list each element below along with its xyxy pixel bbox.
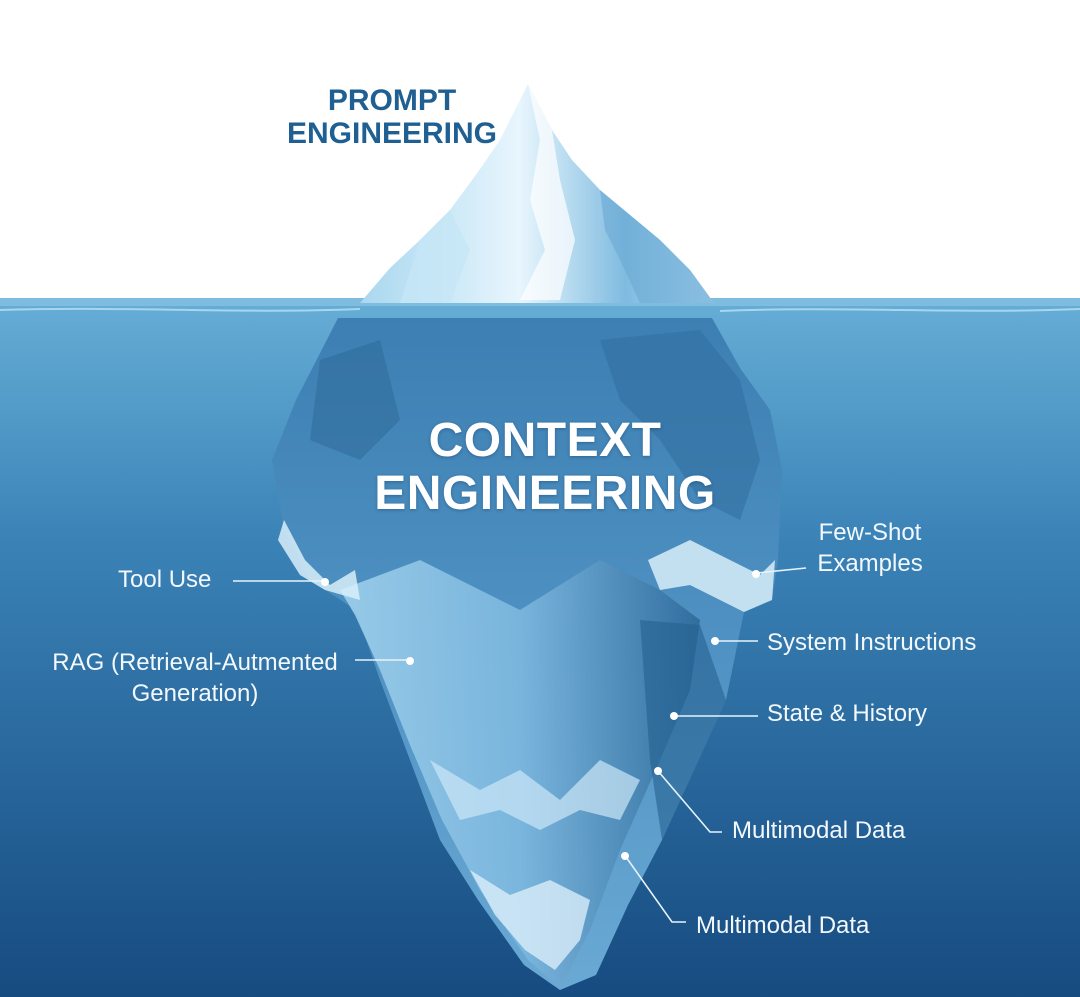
context-engineering-title: CONTEXT ENGINEERING bbox=[330, 414, 760, 520]
label-state-history: State & History bbox=[767, 700, 928, 727]
label-multimodal-data-upper: Multimodal Data bbox=[732, 817, 906, 844]
submerged-iceberg bbox=[272, 318, 782, 990]
connector-lines bbox=[233, 567, 807, 923]
label-few-shot-line1: Few-Shot bbox=[818, 519, 922, 546]
label-few-shot-examples: Few-Shot Examples bbox=[800, 517, 940, 579]
connector-dots bbox=[321, 570, 760, 860]
label-multimodal-data-lower: Multimodal Data bbox=[696, 912, 870, 939]
prompt-engineering-line1: PROMPT bbox=[327, 84, 457, 117]
surface-ripples bbox=[0, 307, 1080, 312]
prompt-engineering-title: PROMPT ENGINEERING bbox=[272, 84, 512, 150]
label-rag-line2: Generation) bbox=[131, 680, 259, 707]
label-rag-line1: RAG (Retrieval-Autmented bbox=[52, 649, 338, 676]
prompt-engineering-line2: ENGINEERING bbox=[286, 117, 498, 150]
label-tool-use: Tool Use bbox=[118, 566, 212, 593]
context-engineering-line1: CONTEXT bbox=[428, 414, 662, 467]
label-few-shot-line2: Examples bbox=[817, 550, 923, 577]
iceberg-tip bbox=[360, 84, 714, 303]
label-rag: RAG (Retrieval-Autmented Generation) bbox=[40, 647, 350, 709]
label-system-instructions: System Instructions bbox=[767, 629, 977, 656]
context-engineering-line2: ENGINEERING bbox=[374, 467, 716, 520]
